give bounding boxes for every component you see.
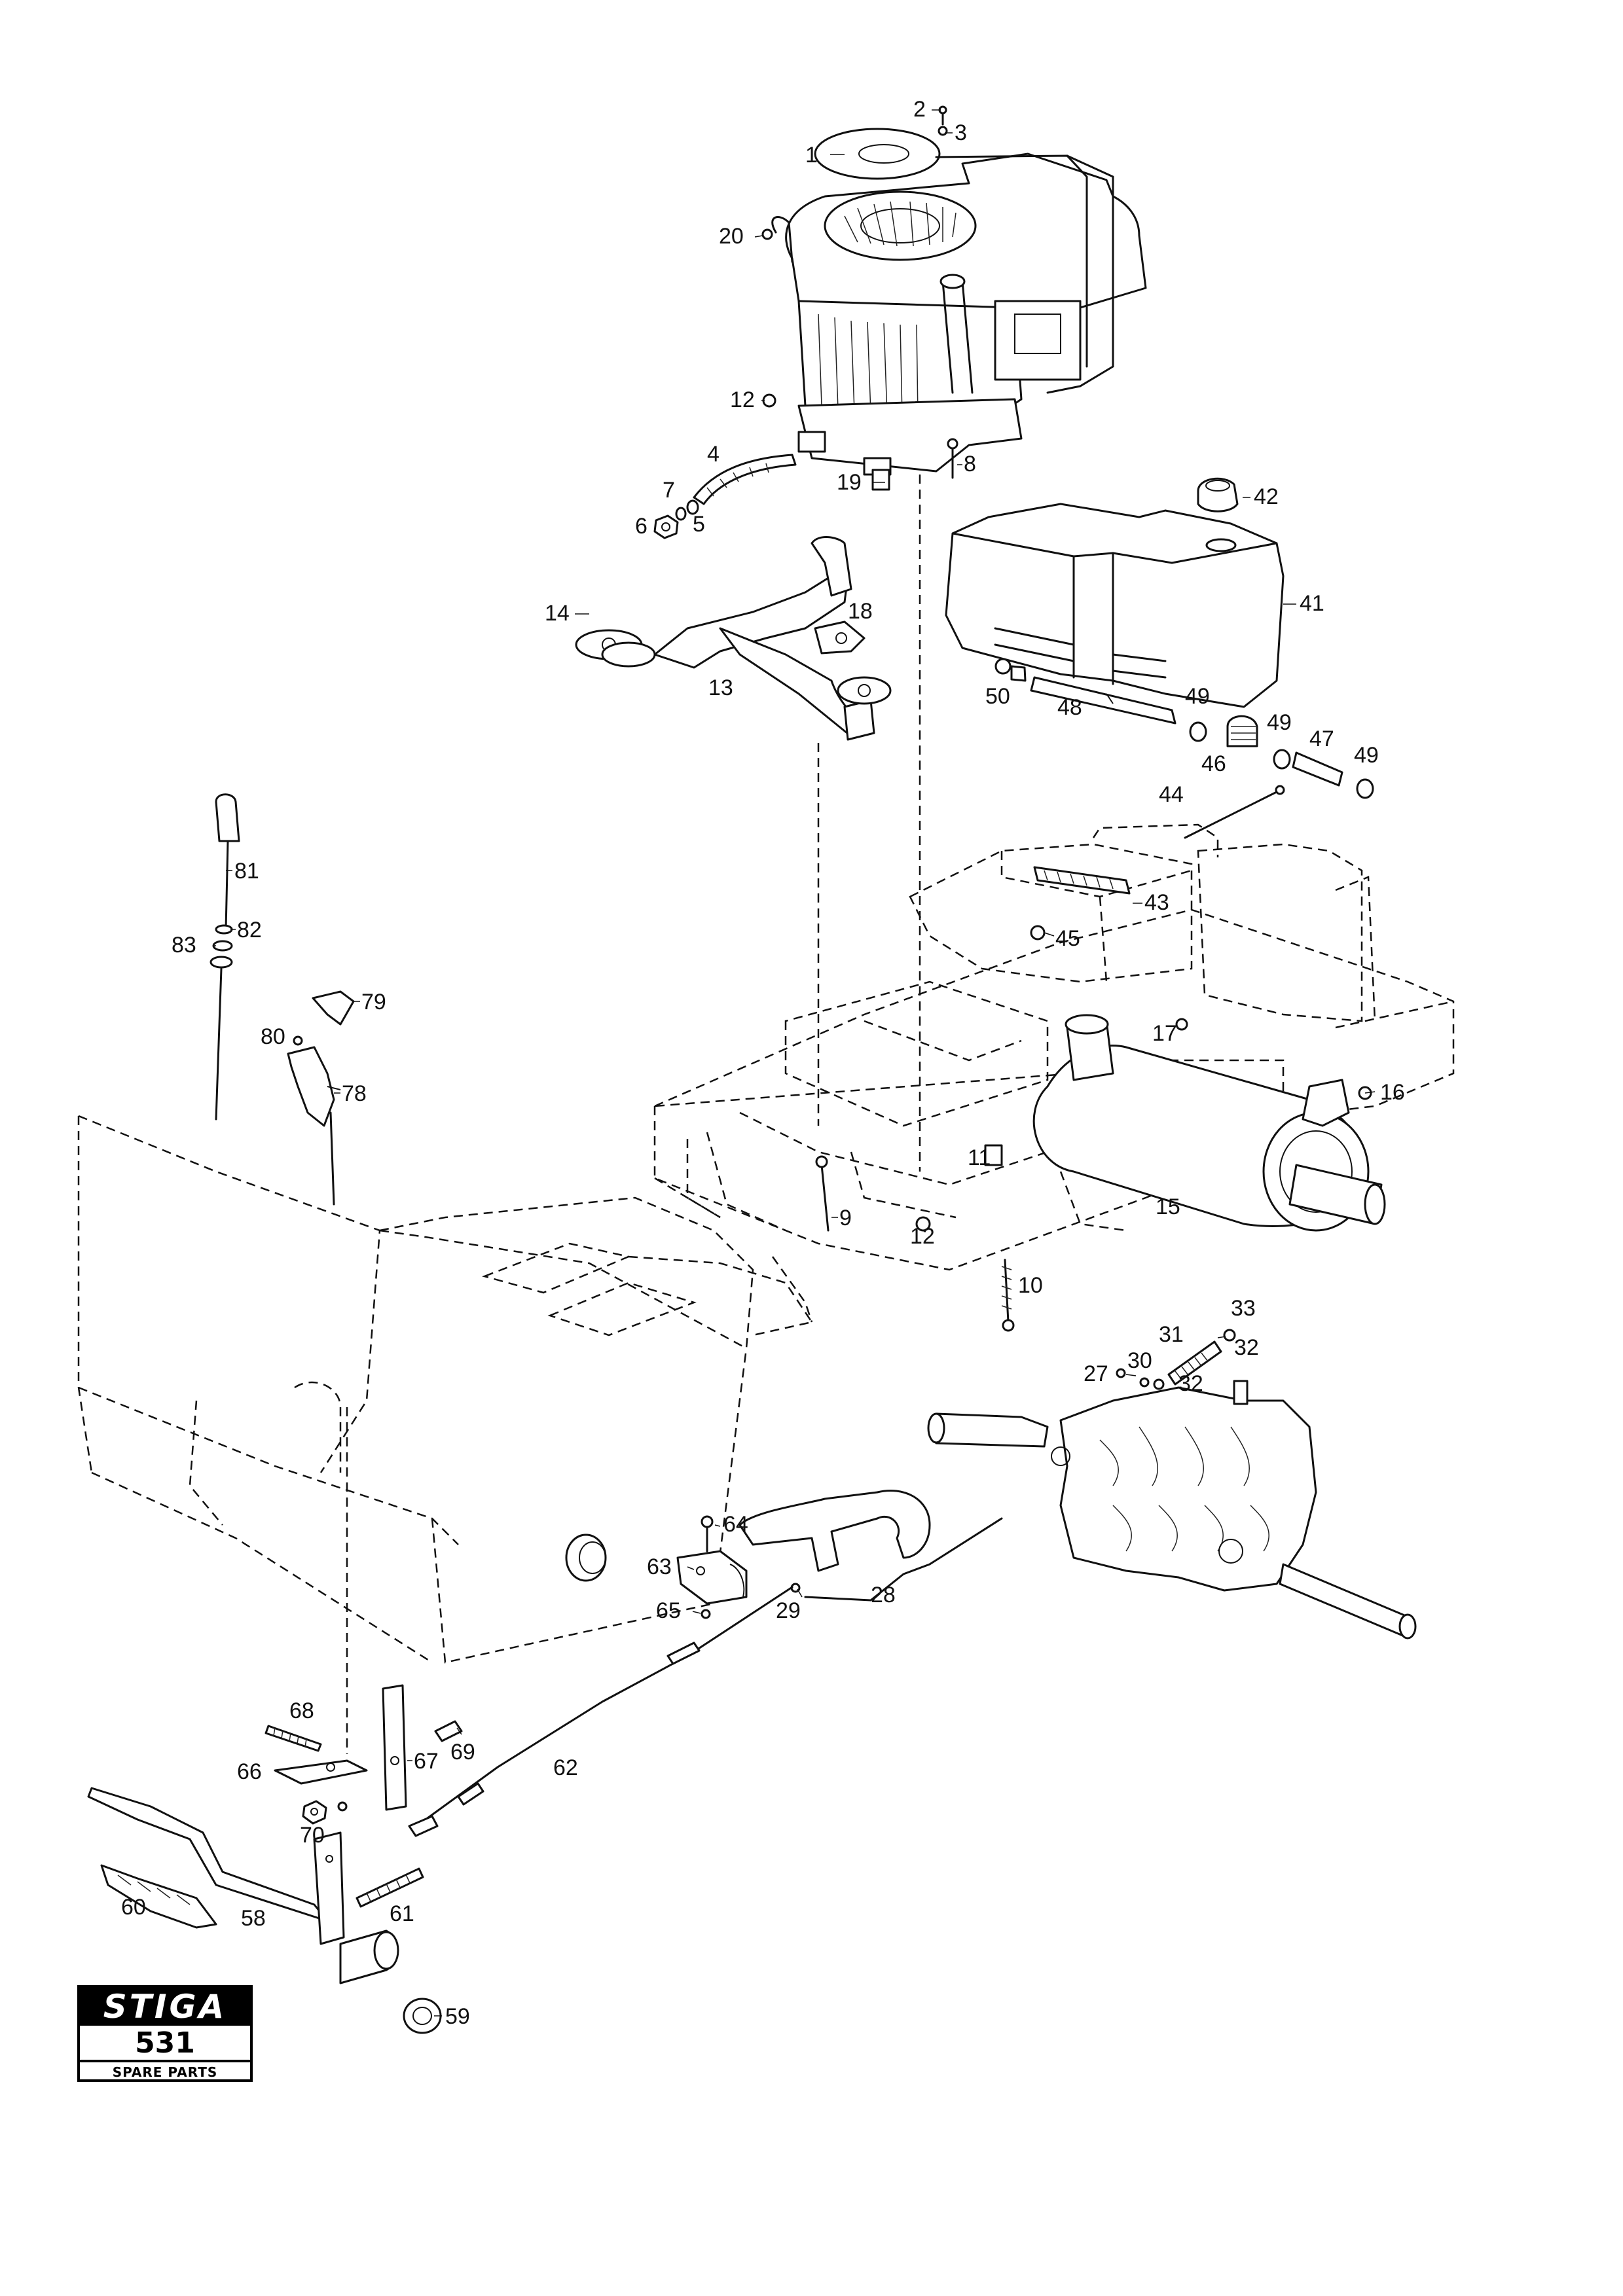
label-part-19: 19	[837, 470, 862, 495]
label-part-70: 70	[300, 1823, 325, 1848]
label-part-27: 27	[1084, 1361, 1108, 1386]
label-part-13: 13	[708, 675, 733, 700]
label-part-42: 42	[1254, 484, 1279, 509]
label-part-11: 11	[968, 1145, 991, 1170]
label-part-49: 49	[1267, 710, 1292, 735]
label-part-81: 81	[234, 859, 259, 884]
transaxle	[927, 1329, 1417, 1640]
stiga-spare-parts-logo: STIGA 531 SPARE PARTS	[77, 1985, 253, 2082]
brand-logo-text: STIGA	[80, 1988, 250, 2026]
label-part-4: 4	[707, 442, 720, 467]
label-part-31: 31	[1159, 1322, 1184, 1347]
label-part-41: 41	[1300, 591, 1324, 616]
label-part-64: 64	[723, 1512, 748, 1537]
muffler	[1032, 1014, 1386, 1232]
label-part-15: 15	[1156, 1194, 1180, 1219]
label-part-12: 12	[730, 387, 755, 412]
label-part-17: 17	[1152, 1021, 1177, 1046]
label-part-63: 63	[647, 1554, 672, 1579]
label-part-60: 60	[121, 1895, 146, 1920]
label-part-20: 20	[719, 224, 744, 249]
label-part-28: 28	[871, 1583, 896, 1607]
label-part-1: 1	[805, 143, 818, 168]
battery-clamp	[1030, 785, 1285, 941]
label-part-59: 59	[445, 2004, 470, 2029]
model-number: 531	[135, 2026, 195, 2060]
label-part-32: 32	[1178, 1371, 1203, 1396]
label-part-47: 47	[1309, 726, 1334, 751]
label-part-65: 65	[656, 1598, 681, 1623]
label-part-2: 2	[913, 97, 926, 122]
label-part-14: 14	[545, 601, 570, 626]
label-part-46: 46	[1201, 751, 1226, 776]
label-part-49: 49	[1354, 743, 1379, 768]
label-part-48: 48	[1057, 695, 1082, 720]
label-part-18: 18	[848, 599, 873, 624]
throttle-control	[210, 793, 355, 1206]
label-part-78: 78	[342, 1081, 367, 1106]
label-part-7: 7	[663, 478, 675, 503]
label-part-43: 43	[1144, 890, 1169, 915]
pedal-assembly	[87, 1684, 463, 2034]
frame-fasteners	[815, 1144, 1015, 1332]
label-part-32: 32	[1234, 1335, 1259, 1360]
label-part-9: 9	[839, 1206, 852, 1230]
part-labels: 1 2 3 20 12 4 7 5 6 19 8 42 14 18 13 41 …	[121, 97, 1405, 2029]
label-part-44: 44	[1159, 782, 1184, 807]
clutch-linkage	[408, 1489, 1003, 1837]
label-part-62: 62	[553, 1755, 578, 1780]
label-part-45: 45	[1055, 926, 1080, 951]
exhaust-manifold	[575, 536, 892, 741]
spare-parts-caption: SPARE PARTS	[80, 2060, 250, 2082]
label-part-10: 10	[1018, 1273, 1043, 1298]
body-panels	[77, 1115, 814, 1754]
label-part-16: 16	[1380, 1080, 1405, 1105]
label-part-33: 33	[1231, 1296, 1256, 1321]
label-part-79: 79	[361, 990, 386, 1014]
label-part-12: 12	[910, 1224, 935, 1249]
label-part-68: 68	[289, 1698, 314, 1723]
fuel-tank	[945, 477, 1285, 708]
label-part-66: 66	[237, 1759, 262, 1784]
label-part-30: 30	[1127, 1348, 1152, 1373]
label-part-58: 58	[241, 1906, 266, 1931]
label-part-82: 82	[237, 918, 262, 942]
label-part-49: 49	[1185, 684, 1210, 709]
leader-lines	[213, 109, 1376, 2017]
label-part-50: 50	[985, 684, 1010, 709]
label-part-5: 5	[693, 512, 705, 537]
label-part-8: 8	[964, 452, 976, 476]
engine-assembly	[785, 128, 1147, 476]
label-part-80: 80	[261, 1024, 285, 1049]
label-part-29: 29	[776, 1598, 801, 1623]
label-part-61: 61	[390, 1901, 414, 1926]
label-part-67: 67	[414, 1749, 439, 1774]
label-part-83: 83	[172, 933, 196, 958]
label-part-69: 69	[450, 1740, 475, 1765]
label-part-6: 6	[635, 514, 647, 539]
fuel-line	[994, 658, 1374, 799]
label-part-3: 3	[955, 120, 967, 145]
